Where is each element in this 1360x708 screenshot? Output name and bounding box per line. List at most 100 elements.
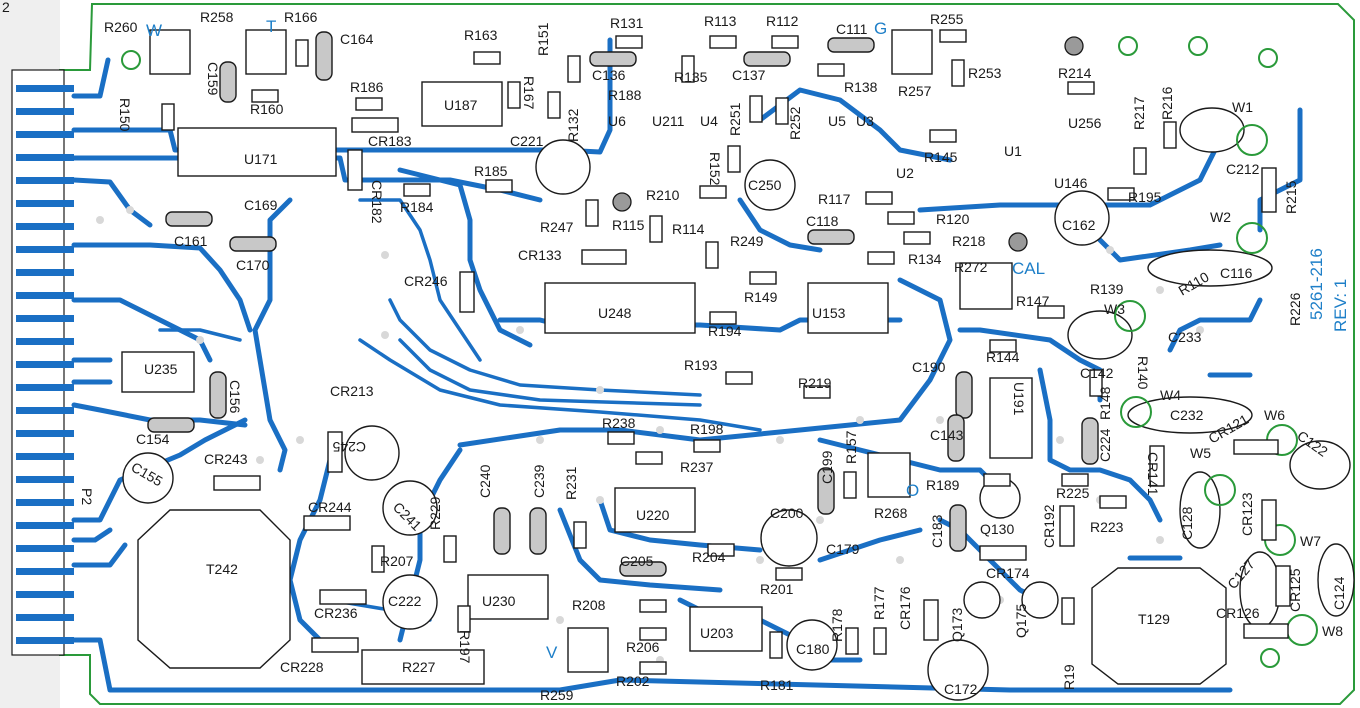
diode-cr121	[1233, 439, 1279, 455]
connector-finger	[16, 108, 74, 115]
component-label: R152	[707, 152, 723, 186]
test-point-label: T	[266, 17, 276, 36]
copper-traces	[71, 37, 1303, 693]
pot-w2	[1236, 222, 1268, 254]
cap-c222	[382, 574, 438, 630]
component-label: C239	[531, 464, 547, 498]
component-label: C172	[944, 681, 978, 697]
pot-w5	[1204, 474, 1236, 506]
component-label: R208	[572, 597, 606, 613]
ic-r272	[959, 262, 1013, 310]
component-label: C240	[477, 464, 493, 498]
cap-c212	[1179, 107, 1245, 153]
component-label: R131	[610, 15, 644, 31]
component-label: Q130	[980, 521, 1014, 537]
ic-u153	[807, 282, 889, 334]
component-label: R210	[646, 187, 680, 203]
ic-u220	[614, 487, 696, 533]
component-label: R151	[535, 22, 551, 56]
test-point-label: O	[906, 481, 919, 500]
component-label: U220	[636, 507, 670, 523]
connector-finger	[16, 269, 74, 276]
component-label: W3	[1104, 301, 1125, 317]
ic-u191	[989, 377, 1033, 459]
diode-cr125	[1275, 565, 1291, 607]
component-label: U187	[444, 97, 478, 113]
component-label: R207	[380, 553, 414, 569]
connector-finger	[16, 177, 74, 184]
cap-c250	[744, 159, 796, 211]
connector-label: P2	[79, 488, 95, 505]
component-label: CR246	[404, 273, 448, 289]
component-label: R148	[1097, 386, 1113, 420]
transistor-q173	[963, 581, 1001, 619]
component-label: R113	[704, 13, 737, 29]
component-label: U153	[812, 305, 846, 321]
component-label: CR236	[314, 605, 358, 621]
trimmer-r268	[867, 452, 911, 498]
cap-c199	[817, 467, 835, 515]
component-label: R204	[692, 549, 726, 565]
transformer-t242	[137, 509, 291, 669]
connector-finger	[16, 315, 74, 322]
component-label: U256	[1068, 115, 1102, 131]
connector-finger	[16, 453, 74, 460]
component-label: W5	[1190, 445, 1211, 461]
component-label: C200	[770, 505, 804, 521]
component-label: C179	[826, 541, 860, 557]
component-label: U4	[700, 113, 718, 129]
component-label: T129	[1138, 611, 1170, 627]
connector-finger	[16, 361, 74, 368]
component-label: R144	[986, 349, 1020, 365]
component-label: W4	[1160, 387, 1181, 403]
electrolytic-capacitors	[122, 107, 1355, 701]
component-label: C111	[836, 21, 868, 37]
cap-c239	[529, 507, 547, 555]
cap-c142	[1067, 310, 1133, 360]
component-label: R237	[680, 459, 714, 475]
diode-cr236	[319, 589, 367, 605]
cap-c155	[122, 452, 174, 504]
component-label: Q175	[1013, 604, 1029, 638]
component-label: R268	[874, 505, 908, 521]
connector-finger	[16, 499, 74, 506]
connector-finger	[16, 338, 74, 345]
cap-c156	[209, 371, 227, 419]
cap-c183	[949, 504, 967, 552]
test-point-label: V	[546, 643, 558, 662]
component-label: CR244	[308, 499, 352, 515]
cap-c180	[786, 619, 838, 671]
component-label: R135	[674, 69, 708, 85]
transformer-t129	[1091, 567, 1227, 685]
connector-finger	[16, 545, 74, 552]
component-label: R166	[284, 9, 318, 25]
component-label: R140	[1135, 356, 1151, 390]
component-label: R252	[787, 106, 803, 140]
component-label: C154	[136, 431, 170, 447]
component-label: R132	[565, 108, 581, 142]
pot-w4	[1120, 396, 1152, 428]
diode-cr133	[581, 249, 627, 265]
diode-cr213	[327, 431, 343, 473]
component-label: R195	[1128, 189, 1162, 205]
test-point	[1188, 36, 1208, 56]
component-label: W6	[1264, 407, 1285, 423]
component-label: R258	[200, 9, 234, 25]
component-label: C118	[806, 213, 839, 229]
component-label: R225	[1056, 485, 1090, 501]
component-label: R238	[602, 415, 636, 431]
diode-cr243	[213, 475, 261, 491]
component-label: R247	[540, 219, 574, 235]
component-label: C199	[819, 450, 835, 484]
component-label: U146	[1054, 175, 1088, 191]
cap-c190	[955, 371, 973, 419]
test-point	[1064, 36, 1084, 56]
component-label: T242	[206, 561, 238, 577]
component-label: C232	[1170, 407, 1204, 423]
cap-c124	[1317, 543, 1355, 617]
cap-c221	[535, 139, 591, 195]
component-label: R197	[457, 630, 473, 664]
component-label: R134	[908, 251, 942, 267]
component-label: W7	[1300, 533, 1321, 549]
cap-c162	[1054, 190, 1110, 246]
